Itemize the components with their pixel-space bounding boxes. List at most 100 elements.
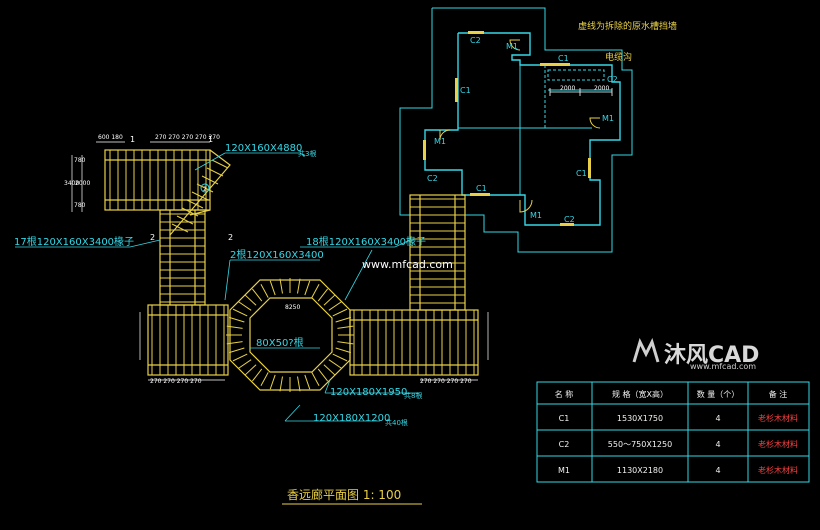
table-row-2-name: C2 bbox=[559, 440, 570, 449]
beam-top-label: 120X160X4880 bbox=[225, 143, 302, 154]
rafter-line bbox=[211, 159, 229, 169]
drawing-title: 香远廊平面图 1: 100 bbox=[287, 487, 401, 502]
watermark-brand-url: www.mfcad.com bbox=[690, 362, 757, 371]
table-row-2-qty: 4 bbox=[715, 440, 720, 449]
rafter-line bbox=[311, 283, 320, 298]
rafter-line bbox=[244, 294, 257, 306]
table-row-1-spec: 1530X1750 bbox=[617, 414, 663, 423]
rafter-line bbox=[244, 364, 257, 376]
rafter-line bbox=[232, 353, 248, 362]
dims-top2: 270 270 270 270 270 bbox=[155, 134, 220, 141]
beam-right-label: 18根120X160X3400椽子 bbox=[306, 235, 426, 248]
mark-2c: 2 bbox=[203, 186, 207, 193]
rafter-line bbox=[237, 359, 252, 369]
dim-side-a: 780 bbox=[74, 157, 86, 164]
rafter-line bbox=[279, 376, 283, 392]
label-c1-left: C1 bbox=[460, 86, 471, 95]
table-row-2-spec: 550～750X1250 bbox=[608, 440, 672, 449]
demolished-note: 虚线为拆除的原水槽挡墙 bbox=[578, 20, 677, 32]
beam-lower1-qty: 共8根 bbox=[404, 391, 422, 400]
rafter-line bbox=[304, 280, 311, 296]
table-row-1-note: 老杉木材料 bbox=[758, 413, 798, 423]
rafter-line bbox=[196, 183, 214, 193]
oct-dim: 8250 bbox=[285, 304, 300, 311]
table-row-3-name: M1 bbox=[558, 466, 570, 475]
door-swings bbox=[439, 39, 601, 213]
mark-1b: 1 bbox=[208, 135, 213, 144]
rafter-line bbox=[328, 301, 343, 311]
label-c1-top: C1 bbox=[558, 54, 569, 63]
dimension-lines-building bbox=[549, 88, 613, 96]
watermark-brand: 沐风CAD bbox=[664, 343, 760, 368]
rafter-line bbox=[171, 223, 189, 233]
beam-lower2-label: 120X180X1200 bbox=[313, 413, 390, 424]
rafter-line bbox=[260, 283, 269, 298]
leader-lines bbox=[15, 152, 420, 422]
rafter-line bbox=[317, 288, 329, 302]
label-m1-bottom: M1 bbox=[530, 211, 542, 220]
spec-table: 名 称 规 格（宽X高） 数 量（个） 备 注 C1 1530X1750 4 老… bbox=[555, 389, 798, 475]
table-header-spec: 规 格（宽X高） bbox=[612, 389, 668, 399]
beam-oct-label: 80X50?根 bbox=[256, 336, 304, 349]
rafter-line bbox=[186, 199, 204, 209]
rafter-line bbox=[269, 374, 276, 390]
table-header-note: 备 注 bbox=[769, 389, 788, 399]
rafter-line bbox=[337, 325, 354, 329]
rafter-line bbox=[232, 308, 248, 317]
rafter-line bbox=[335, 316, 352, 323]
table-row-3-note: 老杉木材料 bbox=[758, 465, 798, 475]
rafter-line bbox=[251, 368, 263, 382]
table-header-qty: 数 量（个） bbox=[697, 389, 740, 399]
beam-top-qty: 共3根 bbox=[298, 149, 316, 158]
label-m1-left: M1 bbox=[434, 137, 446, 146]
rafter-line bbox=[226, 325, 243, 329]
dims-bottom-right: 270 270 270 270 bbox=[420, 378, 472, 385]
beam-mid-label: 2根120X160X3400 bbox=[230, 248, 324, 261]
spec-table-grid bbox=[536, 381, 810, 483]
rafter-line bbox=[260, 372, 269, 387]
rafter-line bbox=[297, 278, 301, 294]
openings bbox=[423, 31, 591, 226]
rafter-line bbox=[251, 288, 263, 302]
mark-2b: 2 bbox=[228, 233, 233, 242]
rafter-line bbox=[332, 308, 348, 317]
rafter-line bbox=[304, 374, 311, 390]
table-header-name: 名 称 bbox=[555, 389, 574, 399]
mark-2a: 2 bbox=[150, 233, 155, 242]
label-c2-left: C2 bbox=[427, 174, 438, 183]
rafter-line bbox=[297, 376, 301, 392]
label-m1-right: M1 bbox=[602, 114, 614, 123]
table-row-3-qty: 4 bbox=[715, 466, 720, 475]
cable-trench-label: 电缆沟 bbox=[605, 51, 632, 63]
dim-2000-a: 2000 bbox=[560, 85, 575, 92]
label-m1-top: M1 bbox=[506, 42, 518, 51]
rafter-line bbox=[201, 175, 219, 185]
dim-side-b: 3400 bbox=[64, 180, 79, 187]
rafter-line bbox=[279, 278, 283, 294]
mark-1a: 1 bbox=[130, 135, 135, 144]
dimension-lines-pergola bbox=[71, 141, 489, 381]
dims-top: 600 180 bbox=[98, 134, 123, 141]
label-c1-right: C1 bbox=[576, 169, 587, 178]
label-c2-bottom: C2 bbox=[564, 215, 575, 224]
building-outline bbox=[399, 7, 633, 253]
beam-lower2-qty: 共40根 bbox=[385, 418, 408, 427]
beam-lower1-label: 120X180X1950 bbox=[330, 387, 407, 398]
table-row-1-qty: 4 bbox=[715, 414, 720, 423]
dim-side-c: 2000 bbox=[75, 180, 90, 187]
table-row-3-spec: 1130X2180 bbox=[617, 466, 663, 475]
table-row-1-name: C1 bbox=[559, 414, 570, 423]
mfcad-logo-icon bbox=[632, 338, 660, 363]
label-c2-right: C2 bbox=[607, 75, 618, 84]
rafters bbox=[109, 150, 475, 392]
rafter-line bbox=[335, 347, 352, 354]
beam-left-label: 17根120X160X3400椽子 bbox=[14, 235, 134, 248]
drawing-text: 虚线为拆除的原水槽挡墙 电缆沟 2000 2000 C2 M1 C1 C2 C1… bbox=[14, 20, 677, 502]
rafter-line bbox=[206, 167, 224, 177]
rafter-line bbox=[337, 341, 354, 345]
rafter-line bbox=[226, 341, 243, 345]
label-c1-mid: C1 bbox=[476, 184, 487, 193]
rafter-line bbox=[328, 359, 343, 369]
